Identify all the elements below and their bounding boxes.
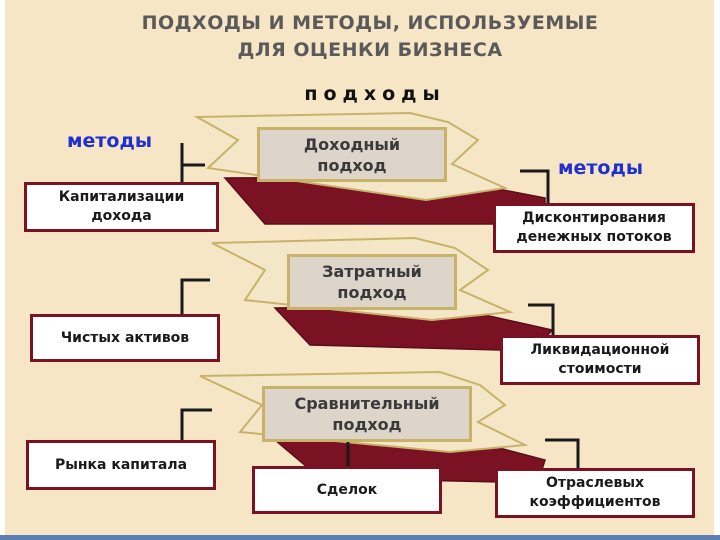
method-income-capitalization: Капитализации дохода xyxy=(24,182,219,232)
method-cost-net-assets: Чистых активов xyxy=(30,314,220,362)
connector-income-right xyxy=(520,169,550,205)
method-comparative-industry-ratios: Отраслевых коэффициентов xyxy=(495,468,695,518)
approach-cost: Затратный подход xyxy=(287,254,457,310)
title-line-1: ПОДХОДЫ И МЕТОДЫ, ИСПОЛЬЗУЕМЫЕ xyxy=(141,12,599,34)
approach-income: Доходный подход xyxy=(257,127,447,182)
methods-label-left: методы xyxy=(67,130,153,152)
title-line-2: ДЛЯ ОЦЕНКИ БИЗНЕСА xyxy=(237,39,503,61)
connector-cost-right xyxy=(528,303,555,338)
connector-income-left xyxy=(180,143,205,167)
method-comparative-deals: Сделок xyxy=(252,466,442,514)
approach-comparative: Сравнительный подход xyxy=(262,386,472,442)
bottom-accent-line xyxy=(0,535,720,540)
connector-comparative-right xyxy=(545,438,580,472)
connector-cost-left xyxy=(180,278,210,316)
methods-label-right: методы xyxy=(558,157,644,179)
connector-comparative-left xyxy=(180,408,212,442)
method-cost-liquidation: Ликвидационной стоимости xyxy=(500,335,700,385)
subtitle-approaches: подходы xyxy=(304,83,446,105)
method-comparative-capital-market: Рынка капитала xyxy=(26,440,216,490)
connector-lines xyxy=(180,143,580,472)
method-income-dcf: Дисконтирования денежных потоков xyxy=(493,203,695,253)
